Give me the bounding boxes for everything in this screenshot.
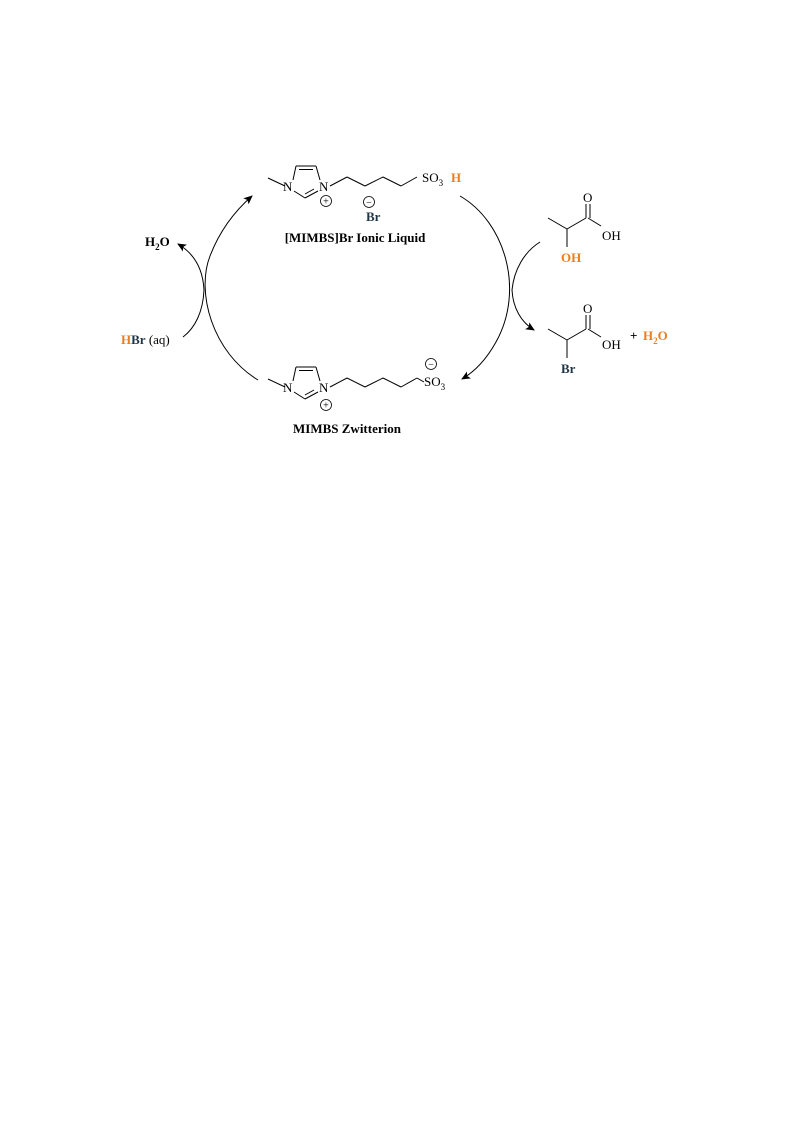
bottom-minus: − [428,360,434,371]
bottom-species-label: MIMBS Zwitterion [293,421,402,436]
minus-circle-icon: − [363,196,375,209]
lactic-acid-structure [547,204,602,247]
product-bromo: Br [561,361,576,376]
top-counter-minus: − [366,198,372,209]
released-water-o: O [160,234,170,249]
bromopropanoic-acid-structure [547,315,602,358]
top-acid-h: H [451,170,461,185]
released-water-sub: 2 [155,242,160,252]
released-water: H2O [145,234,170,252]
lactic-input-curve [511,241,541,291]
product-plus: + [630,328,637,343]
right-cycle-arrow [459,195,510,380]
product-water-o: O [658,328,668,343]
mimbs-zwitterion-structure [267,366,425,400]
hbr-input-curve [182,289,205,338]
top-so3-s: SO [422,170,439,185]
top-n-right: N [319,179,329,194]
bottom-n-left: N [283,380,293,395]
hbr-h: H [121,332,131,347]
lactic-hydroxyl: OH [561,250,581,265]
product-water-sub: 2 [653,336,658,346]
bottom-plus: + [323,401,329,412]
product-water-h: H [643,328,653,343]
bottom-so3-s: SO [424,374,441,389]
bottom-n-right: N [319,380,329,395]
hbr-state: (aq) [146,332,170,347]
product-acid-oh: OH [602,337,621,352]
bottom-so3: SO3 [424,374,446,392]
mimbs-br-structure [267,165,418,199]
top-n-left: N [283,179,293,194]
hbr-br: Br [131,332,146,347]
top-species-label: [MIMBS]Br Ionic Liquid [285,230,426,245]
top-so3-sub: 3 [439,178,444,188]
hbr-aq: HBr (aq) [121,332,170,347]
released-water-h: H [145,234,155,249]
bottom-so3-sub: 3 [441,382,446,392]
top-plus: + [323,197,329,208]
lactic-acid-oh: OH [602,228,621,243]
top-so3: SO3 [422,170,444,188]
plus-circle-icon: + [320,399,332,412]
product-water: H2O [643,328,668,346]
minus-circle-icon: − [425,358,437,371]
lactic-carbonyl-o: O [583,190,592,205]
product-release-arrow [511,289,535,331]
plus-circle-icon: + [320,195,332,208]
cycle-arrows [177,195,541,381]
left-cycle-arrow [204,195,259,381]
product-carbonyl-o: O [583,301,592,316]
top-counter-br: Br [366,209,381,224]
water-release-arrow [177,243,205,291]
